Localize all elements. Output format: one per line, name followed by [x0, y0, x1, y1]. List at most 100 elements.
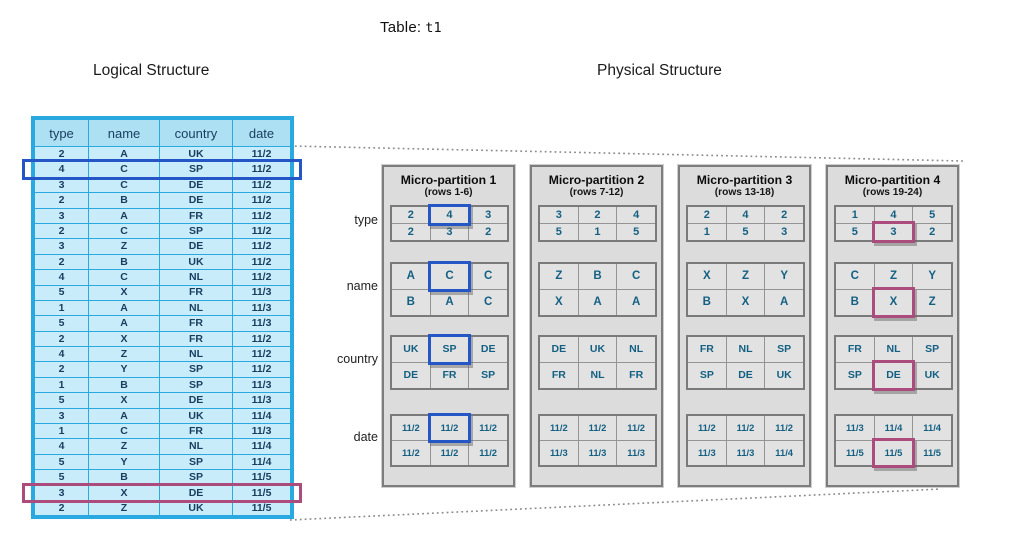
cell-name: A — [617, 290, 655, 315]
cell-name: B — [836, 290, 874, 315]
cell-name: Y — [913, 264, 951, 289]
cell-name: C — [617, 264, 655, 289]
cell-name: A — [765, 290, 803, 315]
table-cell-r4-type: 2 — [35, 193, 88, 208]
table-cell-r17-date: 11/3 — [233, 393, 290, 408]
table-cell-r13-name: X — [89, 331, 159, 347]
table-cell-r16-date: 11/3 — [233, 377, 290, 393]
cell-country: NL — [578, 363, 617, 388]
table-cell-r13-type: 2 — [35, 331, 88, 347]
table-cell-r24-type: 2 — [35, 500, 88, 516]
cell-type: 3 — [540, 207, 578, 223]
cell-country: FR — [430, 363, 469, 388]
table-cell-r18-date: 11/4 — [233, 408, 290, 424]
table-cell-r4-country: DE — [160, 193, 232, 208]
table-cell-r23-country: DE — [160, 485, 232, 500]
cell-type: 2 — [578, 207, 617, 223]
partition-title: Micro-partition 3 — [696, 173, 793, 187]
table-cell-r5-date: 11/2 — [233, 208, 290, 223]
table-cell-r15-type: 2 — [35, 362, 88, 377]
cell-type: 4 — [726, 207, 765, 223]
table-cell-r8-country: UK — [160, 254, 232, 270]
table-cell-r10-type: 5 — [35, 285, 88, 300]
cell-type: 5 — [617, 224, 655, 240]
cell-country: NL — [726, 337, 765, 362]
cell-country: DE — [469, 337, 507, 362]
partition-subtitle: (rows 19-24) — [862, 187, 923, 199]
partition-subtitle: (rows 1-6) — [424, 187, 473, 199]
cell-date-highlighted: 11/5 — [871, 438, 915, 468]
cell-country: FR — [836, 337, 874, 362]
cell-type-highlighted: 4 — [427, 204, 471, 226]
cell-country: UK — [913, 363, 951, 388]
table-cell-r20-type: 4 — [35, 439, 88, 454]
table-cell-r6-country: SP — [160, 223, 232, 239]
partition-title: Micro-partition 4 — [844, 173, 941, 187]
figure-title-table-name: t1 — [425, 20, 442, 36]
column-header-type: type — [35, 120, 88, 146]
bottom-dotted-line — [289, 488, 942, 521]
cell-name: X — [688, 264, 726, 289]
cell-date: 11/4 — [874, 416, 913, 440]
table-cell-r10-name: X — [89, 285, 159, 300]
table-cell-r9-country: NL — [160, 270, 232, 285]
table-cell-r19-country: FR — [160, 424, 232, 439]
partition-title: Micro-partition 1 — [400, 173, 497, 187]
table-cell-r20-name: Z — [89, 439, 159, 454]
table-cell-r5-type: 3 — [35, 208, 88, 223]
table-cell-r12-name: A — [89, 316, 159, 331]
table-cell-r15-name: Y — [89, 362, 159, 377]
cell-date: 11/3 — [726, 441, 765, 465]
cell-date: 11/2 — [430, 441, 469, 465]
column-header-date: date — [233, 120, 290, 146]
cell-country: DE — [392, 363, 430, 388]
table-cell-r1-type: 2 — [35, 147, 88, 162]
table-cell-r13-country: FR — [160, 331, 232, 347]
cell-country: NL — [874, 337, 913, 362]
table-cell-r22-date: 11/5 — [233, 470, 290, 485]
table-cell-r18-name: A — [89, 408, 159, 424]
cell-name: A — [392, 264, 430, 289]
figure-title-label: Table: — [380, 19, 422, 36]
cell-type: 2 — [392, 207, 430, 223]
cell-date: 11/2 — [617, 416, 655, 440]
table-cell-r14-country: NL — [160, 347, 232, 362]
cell-name: C — [469, 290, 507, 315]
table-cell-r22-type: 5 — [35, 470, 88, 485]
table-cell-r11-type: 1 — [35, 300, 88, 316]
cell-date: 11/2 — [469, 441, 507, 465]
table-cell-r22-name: B — [89, 470, 159, 485]
table-cell-r2-name: C — [89, 162, 159, 177]
cell-country-highlighted: DE — [871, 360, 915, 391]
cell-date: 11/2 — [688, 416, 726, 440]
table-cell-r11-country: NL — [160, 300, 232, 316]
cell-country: SP — [688, 363, 726, 388]
cell-name: A — [430, 290, 469, 315]
table-cell-r11-date: 11/3 — [233, 300, 290, 316]
cell-date: 11/3 — [578, 441, 617, 465]
cell-date: 11/3 — [688, 441, 726, 465]
cell-name: Z — [726, 264, 765, 289]
table-cell-r12-date: 11/3 — [233, 316, 290, 331]
physical-structure-title: Physical Structure — [597, 62, 722, 79]
table-cell-r6-name: C — [89, 223, 159, 239]
cell-name: B — [392, 290, 430, 315]
table-cell-r8-type: 2 — [35, 254, 88, 270]
table-cell-r10-country: FR — [160, 285, 232, 300]
table-cell-r23-date: 11/5 — [233, 485, 290, 500]
table-cell-r7-date: 11/2 — [233, 239, 290, 254]
cell-name: A — [578, 290, 617, 315]
cell-name: Z — [874, 264, 913, 289]
table-cell-r10-date: 11/3 — [233, 285, 290, 300]
table-cell-r7-type: 3 — [35, 239, 88, 254]
cell-type: 3 — [430, 224, 469, 240]
partition-subtitle: (rows 7-12) — [569, 187, 624, 199]
